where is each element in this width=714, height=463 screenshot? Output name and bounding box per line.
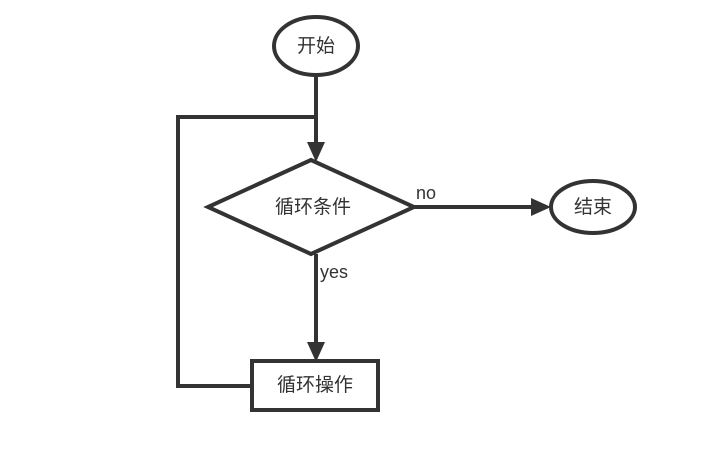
edge-label-no: no (416, 183, 436, 203)
arrowhead-into-operation (307, 342, 325, 362)
edge-label-yes: yes (320, 262, 348, 282)
end-label: 结束 (574, 196, 612, 218)
edge-line-loopback (176, 115, 316, 388)
node-start[interactable]: 开始 (272, 15, 360, 77)
arrowhead-into-end (531, 198, 551, 216)
arrowhead-into-condition (307, 142, 325, 162)
condition-diamond-shape[interactable] (203, 157, 419, 257)
edge-start-to-condition (307, 75, 325, 162)
end-ellipse-shape[interactable] (549, 179, 637, 235)
start-ellipse-shape[interactable] (272, 15, 360, 77)
start-label: 开始 (297, 35, 335, 57)
operation-label: 循环操作 (277, 374, 353, 396)
operation-rect-shape[interactable] (250, 359, 380, 412)
node-end[interactable]: 结束 (549, 179, 637, 235)
node-operation[interactable]: 循环操作 (250, 359, 380, 412)
node-condition[interactable]: 循环条件 (203, 157, 419, 257)
edge-condition-to-operation: yes (307, 254, 348, 362)
edge-condition-to-end: no (414, 183, 551, 216)
edge-operation-to-condition (176, 115, 316, 388)
condition-label: 循环条件 (275, 196, 351, 218)
